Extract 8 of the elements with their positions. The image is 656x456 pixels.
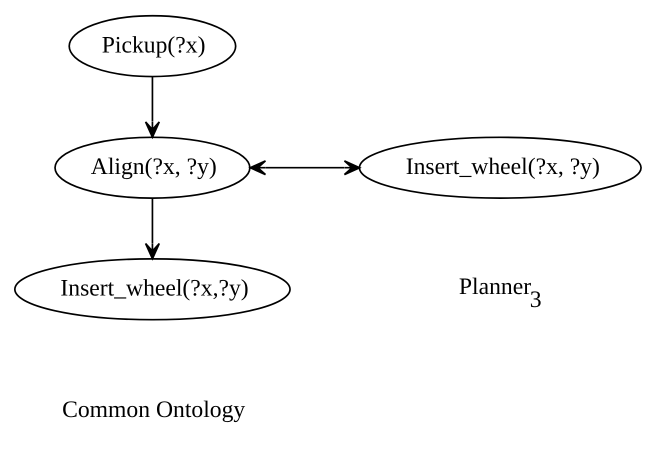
label: Common Ontology — [62, 396, 246, 423]
node-ellipse: Insert_wheel(?x,?y) — [14, 258, 291, 320]
arrow — [249, 160, 360, 175]
arrow — [144, 76, 160, 138]
arrow — [144, 198, 160, 260]
node-ellipse: Align(?x, ?y) — [54, 136, 251, 198]
node-ellipse: Pickup(?x) — [68, 14, 236, 77]
node-ellipse: Insert_wheel(?x, ?y) — [358, 136, 642, 198]
